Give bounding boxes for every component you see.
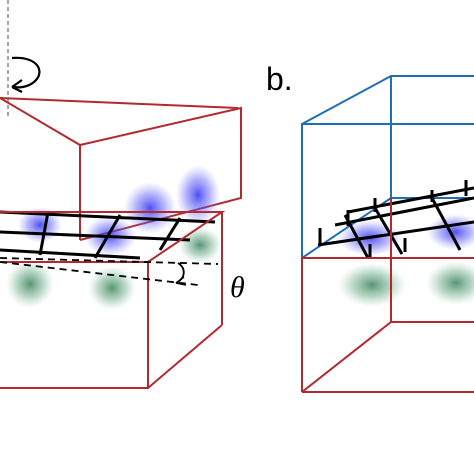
- panel-b-label: b.: [266, 61, 293, 97]
- angle-arc-icon: [175, 262, 187, 286]
- panel-a-lower-box: [0, 211, 226, 389]
- panel-b: b.: [266, 61, 474, 393]
- panel-b-lower-box: [301, 198, 474, 393]
- theta-label: θ: [230, 271, 245, 304]
- panel-a: θ: [0, 0, 245, 389]
- rotation-arrow-icon: [11, 56, 41, 93]
- panel-b-lattice-posts: [318, 180, 468, 258]
- panel-a-angle-lines: [0, 257, 219, 286]
- panel-b-green-blobs: [338, 261, 474, 307]
- panel-a-lattice-grid: [0, 210, 216, 260]
